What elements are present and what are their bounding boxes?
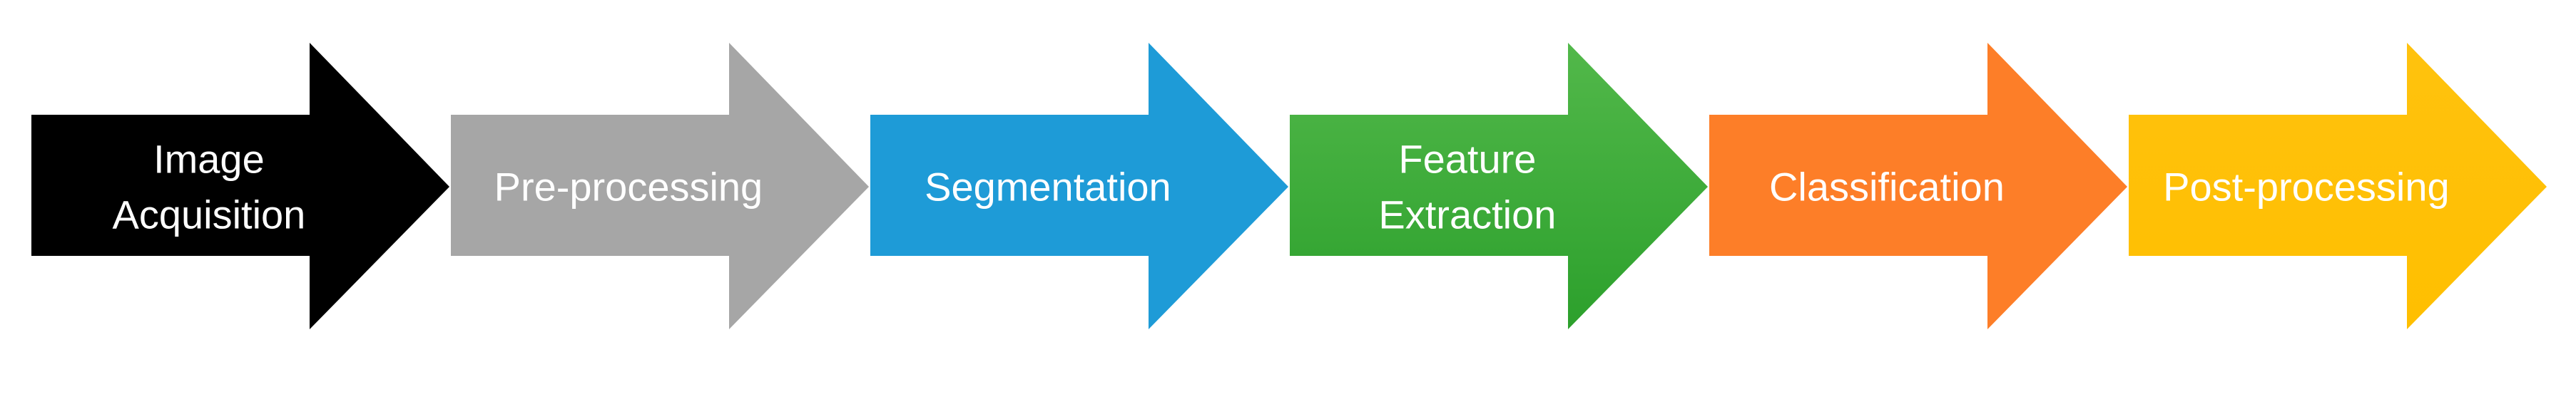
step-label-line: Extraction <box>1378 192 1556 237</box>
step-label-line: Post-processing <box>2163 165 2450 210</box>
step-arrow-shape <box>1709 43 2127 329</box>
step-label-line: Pre-processing <box>494 165 763 210</box>
step-label-line: Classification <box>1769 165 2005 210</box>
step-label-line: Image <box>153 137 265 182</box>
process-step-6: Post-processing <box>2129 43 2547 329</box>
step-label-line: Feature <box>1398 137 1536 182</box>
step-arrow-shape <box>451 43 869 329</box>
step-label-line: Segmentation <box>925 165 1171 210</box>
process-step-3: Segmentation <box>870 43 1288 329</box>
step-arrow-shape <box>2129 43 2547 329</box>
step-arrow-shape <box>1290 43 1708 329</box>
process-step-5: Classification <box>1709 43 2127 329</box>
step-label-line: Acquisition <box>112 192 305 237</box>
step-arrow-shape <box>31 43 449 329</box>
process-step-2: Pre-processing <box>451 43 869 329</box>
step-arrow-shape <box>870 43 1288 329</box>
